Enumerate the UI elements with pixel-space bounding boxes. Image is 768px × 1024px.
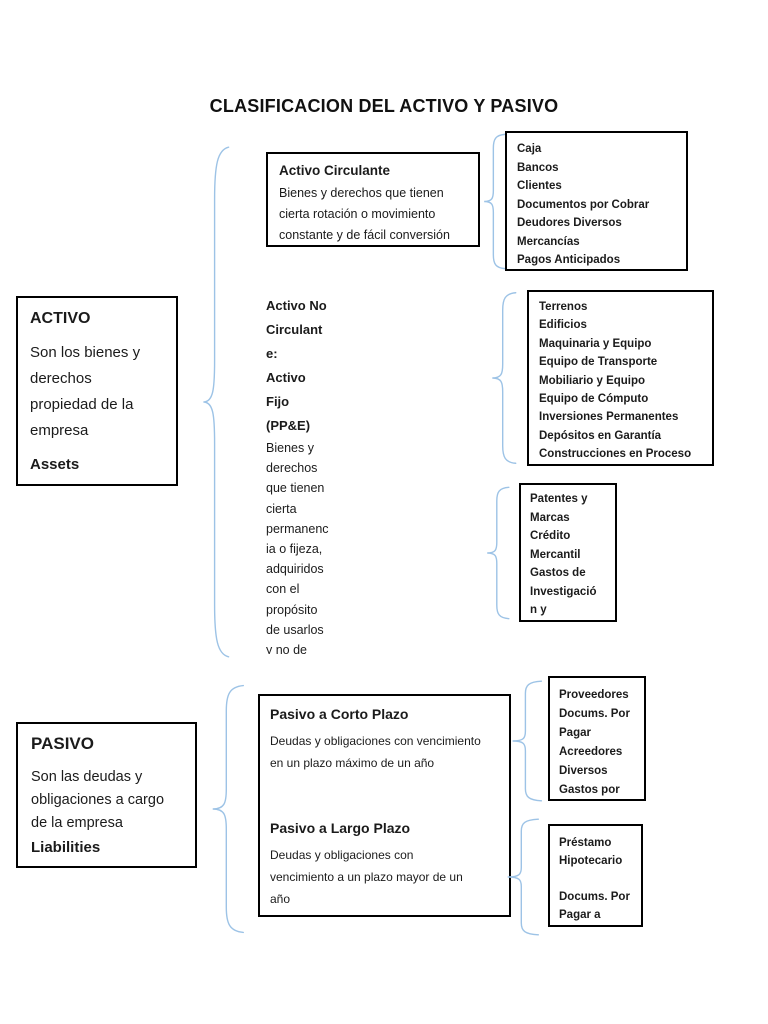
pasivo-definition: Son las deudas y obligaciones a cargo de… [31,769,165,831]
pasivo-english-label: Liabilities [31,839,101,856]
activo-circulante-heading: Activo Circulante [279,163,391,178]
account-item: Terrenos [539,301,588,313]
intangibles-accounts-box: Patentes y Marcas Crédito Mercantil Gast… [519,483,617,622]
activo-no-circulante-description: Bienes y derechos que tienen cierta perm… [266,441,329,654]
pasivo-corto-description: Deudas y obligaciones con vencimiento en… [270,734,481,770]
activo-summary-box: ACTIVO Son los bienes y derechos propied… [16,296,178,486]
corto-accounts-brace-icon [511,680,543,802]
activo-circulante-description: Bienes y derechos que tienen cierta rota… [279,186,450,242]
intangibles-brace-icon [486,486,510,620]
pasivo-heading: PASIVO [31,734,94,753]
activo-heading: ACTIVO [30,310,91,327]
account-item: Documentos por Cobrar [517,198,650,211]
account-item: Equipo de Transporte [539,356,658,369]
account-item: Construcciones en Proceso [539,448,692,461]
account-item: Clientes [517,180,562,192]
account-item: Inversiones Permanentes [539,411,679,424]
activo-english-label: Assets [30,456,80,473]
activo-fijo-heading: Activo Fijo (PP&E) [266,370,311,433]
activo-no-circulante-column: Activo No Circulant e: Activo Fijo (PP&E… [266,288,358,654]
account-item: Mercancías [517,235,580,248]
account-item: Edificios [539,319,587,332]
corto-accounts-box: Proveedores Docums. Por Pagar Acreedores… [548,676,646,801]
account-item: Mobiliario y Equipo [539,374,646,387]
circulante-accounts-brace-icon [483,133,506,270]
account-item: Caja [517,143,542,155]
account-item: Deudores Diversos [517,217,622,229]
activo-brace-icon [202,142,230,662]
activo-circulante-box: Activo Circulante Bienes y derechos que … [266,152,480,247]
account-item: Equipo de Cómputo [539,393,649,406]
page-title: CLASIFICACION DEL ACTIVO Y PASIVO [209,96,559,116]
pasivo-summary-box: PASIVO Son las deudas y obligaciones a c… [16,722,197,868]
largo-accounts-box: Préstamo Hipotecario Docums. Por Pagar a [548,824,643,927]
pasivo-largo-description: Deudas y obligaciones con vencimiento a … [270,848,463,906]
activo-definition: Son los bienes y derechos propiedad de l… [30,344,141,439]
account-item: Depósitos en Garantía [539,429,662,442]
account-item: Maquinaria y Equipo [539,337,652,350]
fijo-accounts-brace-icon [491,291,517,465]
pasivo-corto-heading: Pasivo a Corto Plazo [270,706,409,722]
activo-no-circulante-heading: Activo No Circulant e: [266,298,327,361]
circulante-accounts-box: Caja Bancos Clientes Documentos por Cobr… [505,131,688,271]
fijo-accounts-box: Terrenos Edificios Maquinaria y Equipo E… [527,290,714,466]
largo-accounts-brace-icon [506,818,540,936]
account-item: Bancos [517,161,559,174]
pasivo-plazos-box: Pasivo a Corto Plazo Deudas y obligacion… [258,694,511,917]
pasivo-brace-icon [211,683,245,935]
account-item: Pagos Anticipados [517,254,621,266]
pasivo-largo-heading: Pasivo a Largo Plazo [270,820,411,836]
